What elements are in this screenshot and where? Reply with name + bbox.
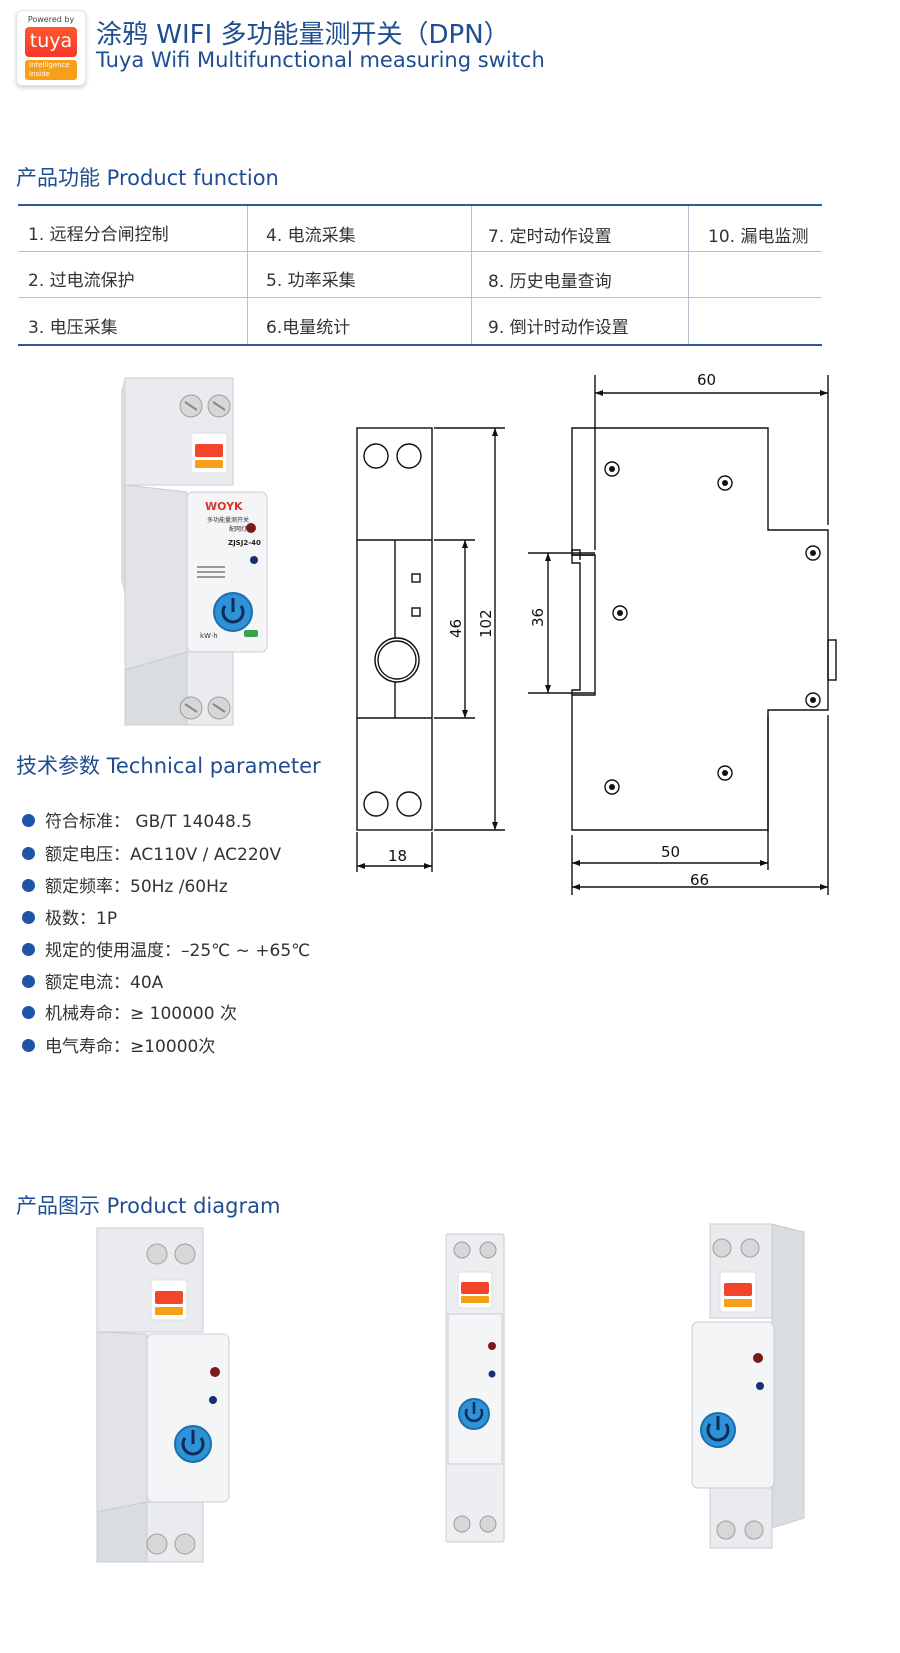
bullet-icon	[22, 910, 35, 924]
param-value: AC110V / AC220V	[130, 845, 282, 865]
product-photo-left	[96, 1227, 230, 1563]
product-photo-main: WOYK 多功能量测开关 配网灯 ZJSJ2-40 kW·h	[121, 377, 268, 726]
product-diagram-heading: 产品图示 Product diagram	[16, 1194, 281, 1218]
product-function-heading: 产品功能 Product function	[16, 166, 279, 190]
tuya-logo: Powered by tuya Intelligence Inside	[16, 10, 86, 86]
param-label: 机械寿命：	[45, 1004, 130, 1024]
param-value: 50Hz /60Hz	[130, 877, 228, 897]
param-value: 1P	[96, 909, 118, 929]
param-row: 额定频率：50Hz /60Hz	[22, 875, 228, 899]
param-label: 额定频率：	[45, 877, 130, 897]
param-label: 符合标准：	[45, 812, 130, 832]
function-item: 7. 定时动作设置	[488, 227, 612, 247]
function-item: 2. 过电流保护	[28, 271, 135, 291]
device-model: ZJSJ2-40	[228, 539, 261, 547]
front-dimension-drawing: 18 102 46	[356, 427, 505, 872]
param-value: ≥ 100000 次	[130, 1004, 237, 1024]
device-subtitle: 多功能量测开关	[207, 516, 249, 524]
dim-front-width: 18	[388, 847, 407, 865]
dim-side-bottom-inner: 50	[661, 843, 680, 861]
param-label: 电气寿命：	[45, 1037, 130, 1057]
technical-parameter-heading: 技术参数 Technical parameter	[16, 754, 321, 778]
dim-front-window: 46	[447, 619, 465, 638]
page-title-en: Tuya Wifi Multifunctional measuring swit…	[96, 48, 545, 72]
param-label: 额定电压：	[45, 845, 130, 865]
function-table: 1. 远程分合闸控制 4. 电流采集 7. 定时动作设置 10. 漏电监测 2.…	[18, 204, 822, 346]
function-item: 4. 电流采集	[266, 226, 356, 246]
product-photo-right	[691, 1223, 805, 1549]
powered-by-label: Powered by	[27, 15, 75, 24]
param-row: 规定的使用温度：–25℃ ~ +65℃	[22, 939, 310, 963]
dim-side-bottom-outer: 66	[690, 871, 709, 889]
device-indicator-label: 配网灯	[229, 525, 247, 533]
dim-side-rail: 36	[529, 608, 547, 627]
param-row: 极数：1P	[22, 907, 117, 931]
param-value: 40A	[130, 973, 164, 993]
param-row: 符合标准： GB/T 14048.5	[22, 810, 252, 834]
bullet-icon	[22, 974, 35, 988]
tuya-wordmark: tuya	[25, 27, 77, 57]
function-item: 10. 漏电监测	[708, 227, 809, 247]
bullet-icon	[22, 846, 35, 860]
param-label: 极数：	[45, 909, 96, 929]
bullet-icon	[22, 1038, 35, 1052]
intelligence-inside-label: Intelligence Inside	[25, 60, 77, 80]
bullet-icon	[22, 942, 35, 956]
function-item: 6.电量统计	[266, 318, 351, 338]
bullet-icon	[22, 1005, 35, 1019]
dim-side-top: 60	[697, 371, 716, 389]
param-label: 额定电流：	[45, 973, 130, 993]
param-row: 额定电流：40A	[22, 971, 163, 995]
param-label: 规定的使用温度：	[45, 941, 181, 961]
function-item: 1. 远程分合闸控制	[28, 225, 169, 245]
product-photo-front	[445, 1233, 505, 1543]
bullet-icon	[22, 878, 35, 892]
function-item: 3. 电压采集	[28, 318, 118, 338]
param-value: GB/T 14048.5	[135, 812, 253, 832]
param-value: –25℃ ~ +65℃	[181, 941, 311, 961]
function-item: 9. 倒计时动作设置	[488, 318, 629, 338]
page-title-cn: 涂鸦 WIFI 多功能量测开关（DPN）	[96, 20, 510, 50]
dim-front-height: 102	[477, 609, 495, 638]
param-value: ≥10000次	[130, 1037, 216, 1057]
param-row: 电气寿命：≥10000次	[22, 1035, 215, 1059]
device-brand: WOYK	[205, 500, 243, 513]
function-item: 8. 历史电量查询	[488, 272, 612, 292]
function-item: 5. 功率采集	[266, 271, 356, 291]
bullet-icon	[22, 813, 35, 827]
device-unit: kW·h	[200, 632, 218, 640]
side-dimension-drawing: 60 36 50 66	[528, 371, 837, 895]
param-row: 机械寿命：≥ 100000 次	[22, 1002, 237, 1026]
param-row: 额定电压：AC110V / AC220V	[22, 843, 281, 867]
